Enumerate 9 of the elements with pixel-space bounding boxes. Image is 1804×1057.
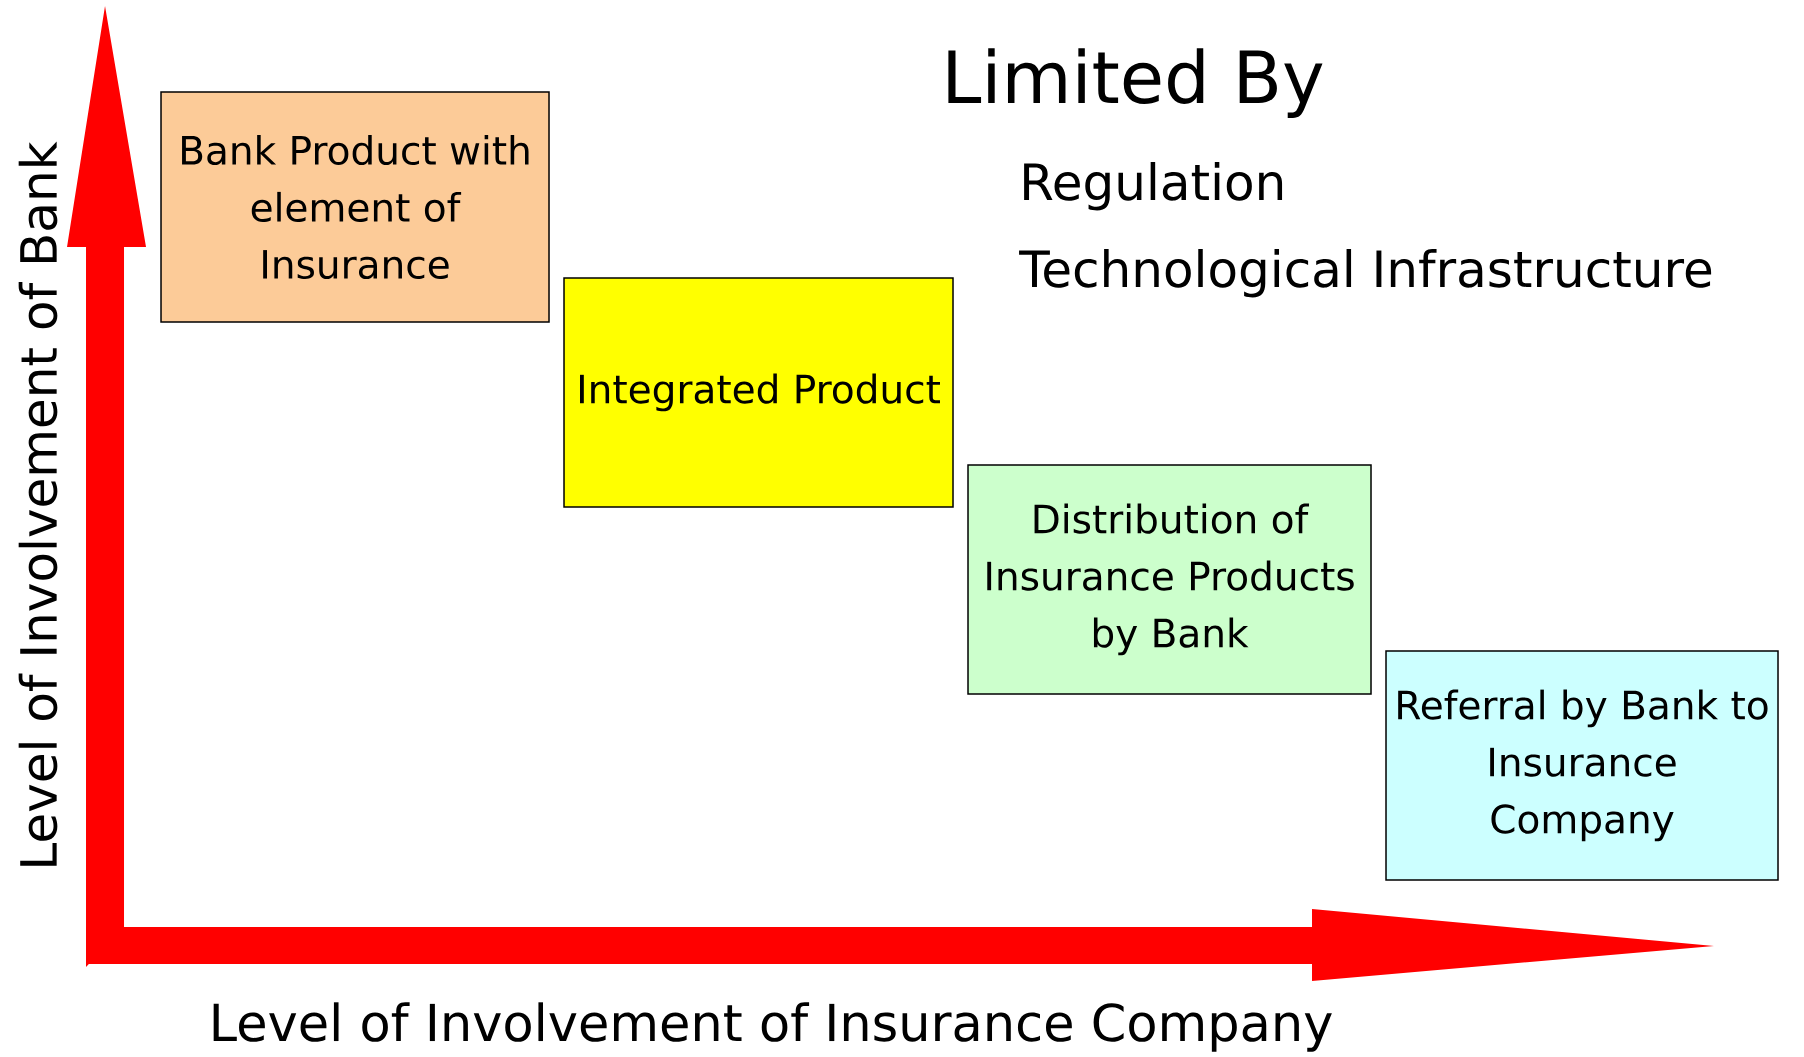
text-box: Integrated Product (563, 277, 954, 508)
axis-label: Level of Involvement of Bank (18, 141, 58, 866)
list-item: Regulation (1024, 162, 1283, 211)
text-box: Bank Product with element of Insurance (160, 91, 550, 323)
text-box: Referral by Bank to Insurance Company (1385, 650, 1779, 881)
list-item: Technological Infrastructure (1019, 249, 1712, 298)
text-box: Distribution of Insurance Products by Bank (967, 464, 1372, 695)
title: Limited By (948, 48, 1323, 118)
axis-label: Level of Involvement of Insurance Company (213, 1002, 1332, 1052)
